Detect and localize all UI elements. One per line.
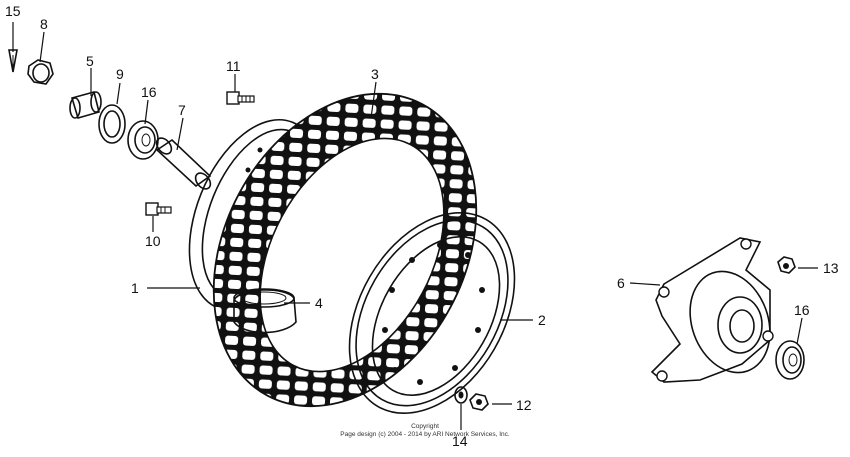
- bearing-part-right: [775, 317, 805, 380]
- callout-11: 11: [226, 58, 241, 74]
- leader-6: [629, 282, 661, 286]
- inner-tube-part: [233, 288, 297, 334]
- callout-4: 4: [315, 295, 323, 311]
- wheel-hub-part: [650, 237, 774, 383]
- leader-3: [370, 81, 377, 119]
- callout-3: 3: [371, 66, 379, 82]
- callout-5: 5: [86, 53, 94, 69]
- bolt-part-top: [226, 74, 255, 105]
- bearing-part-left: [127, 99, 159, 160]
- callout-14: 14: [452, 433, 468, 449]
- callout-7: 7: [178, 102, 186, 118]
- callout-13: 13: [823, 260, 839, 276]
- bolt-part-left: [145, 202, 172, 232]
- callout-15: 15: [5, 3, 21, 19]
- washer-part: [454, 386, 468, 430]
- nut-part-bottom: [469, 393, 512, 411]
- callout-16-right: 16: [794, 302, 810, 318]
- copyright-line-2: Page design (c) 2004 - 2014 by ARI Netwo…: [340, 431, 510, 438]
- distance-collar-part: [155, 117, 212, 190]
- callout-10: 10: [145, 233, 161, 249]
- nut-part-right: [777, 256, 818, 274]
- callout-2: 2: [538, 312, 546, 328]
- callout-1: 1: [131, 280, 139, 296]
- dust-seal-part: [98, 82, 126, 144]
- tire-part: [212, 92, 478, 408]
- callout-16-left: 16: [141, 84, 157, 100]
- axle-nut-part: [27, 31, 54, 85]
- callout-12: 12: [516, 397, 532, 413]
- callout-8: 8: [40, 16, 48, 32]
- callout-6: 6: [617, 275, 625, 291]
- copyright-line-1: Copyright: [411, 423, 439, 430]
- callout-9: 9: [116, 66, 124, 82]
- rim-half-right-part: [348, 211, 516, 415]
- cotter-pin-part: [8, 22, 18, 73]
- spacer-part: [69, 68, 102, 119]
